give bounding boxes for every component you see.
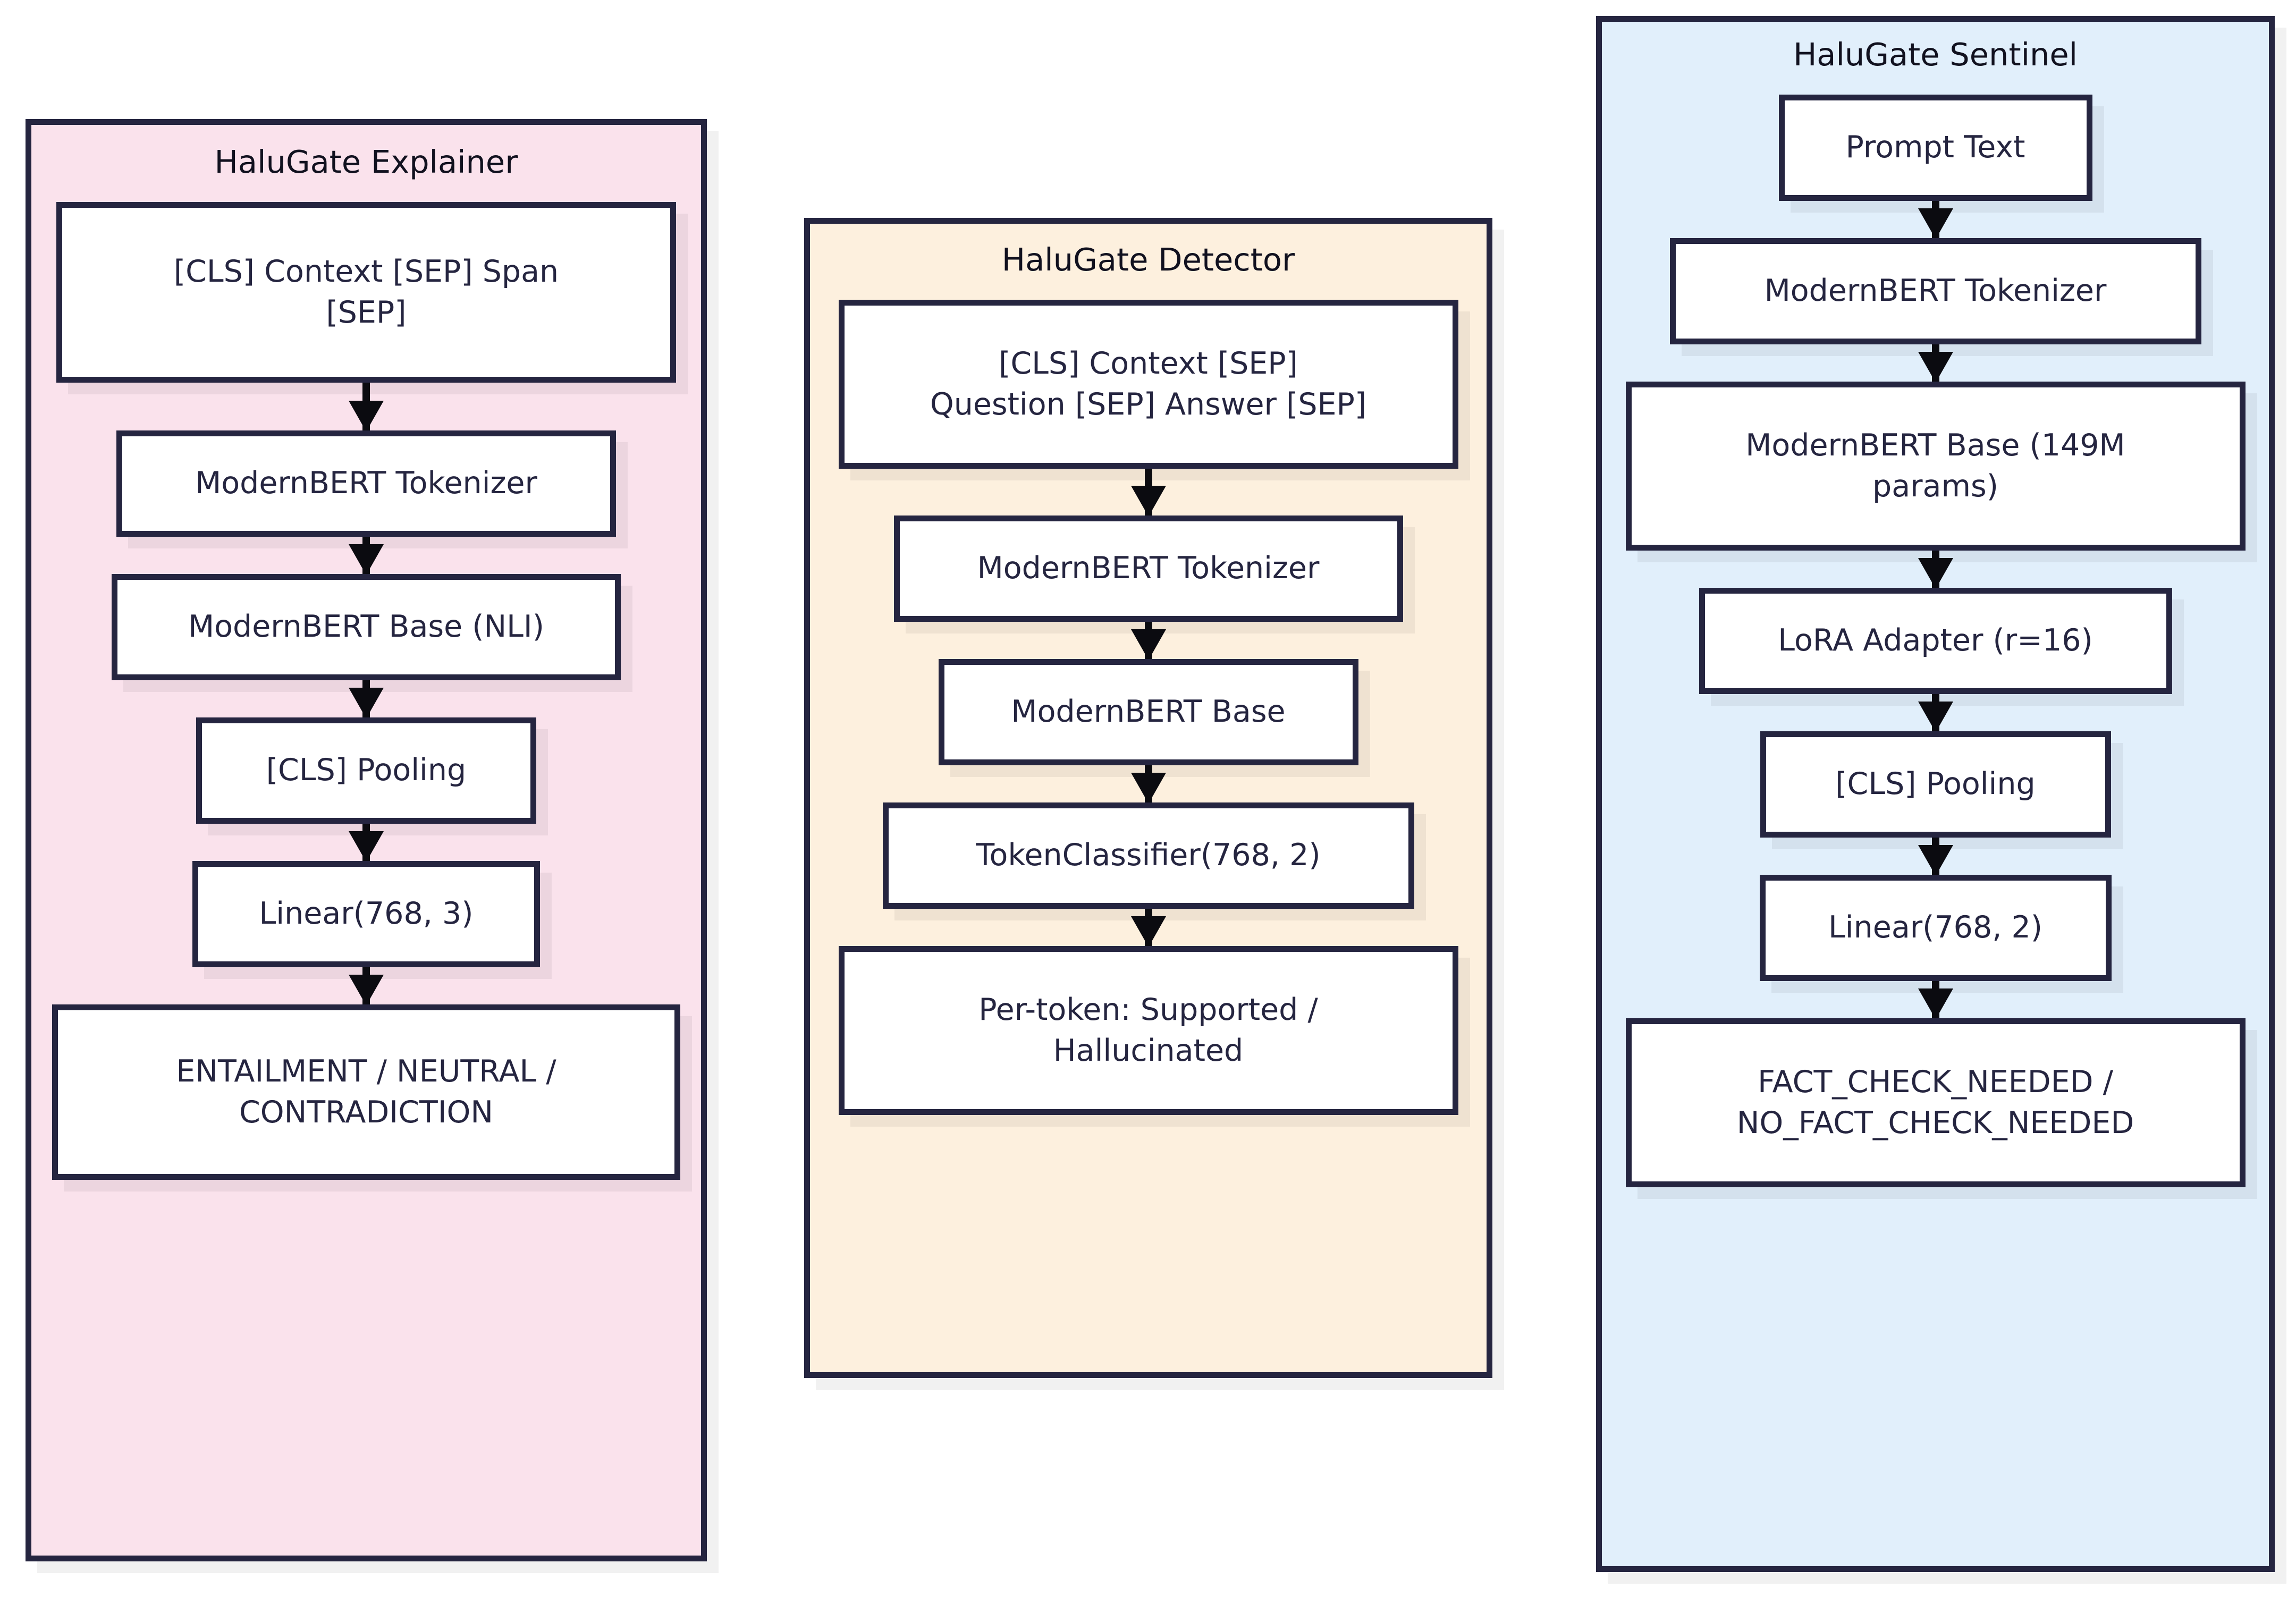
node-sentinel-linear[interactable]: Linear(768, 2) — [1759, 874, 2112, 981]
subgraph-halugate-detector: HaluGate Detector [CLS] Context [SEP] Qu… — [804, 218, 1492, 1378]
arrow-down-icon — [362, 680, 370, 717]
node-label: [CLS] Context [SEP] Span [SEP] — [173, 254, 559, 330]
arrow-down-icon — [1144, 468, 1152, 516]
arrow-down-icon — [1931, 344, 1939, 382]
subgraph-title-sentinel: HaluGate Sentinel — [1793, 36, 2078, 73]
node-detector-input[interactable]: [CLS] Context [SEP] Question [SEP] Answe… — [838, 299, 1458, 469]
node-label: Prompt Text — [1845, 130, 2025, 165]
node-label: FACT_CHECK_NEEDED / NO_FACT_CHECK_NEEDED — [1736, 1064, 2134, 1140]
node-sentinel-tokenizer[interactable]: ModernBERT Tokenizer — [1669, 238, 2201, 344]
node-detector-base[interactable]: ModernBERT Base — [938, 658, 1358, 765]
node-label: [CLS] Pooling — [1835, 766, 2036, 802]
node-detector-output[interactable]: Per-token: Supported / Hallucinated — [838, 945, 1458, 1115]
node-explainer-output[interactable]: ENTAILMENT / NEUTRAL / CONTRADICTION — [52, 1004, 680, 1180]
subgraph-halugate-sentinel: HaluGate Sentinel Prompt Text ModernBERT… — [1596, 16, 2275, 1572]
node-label: ModernBERT Tokenizer — [1764, 273, 2107, 309]
subgraph-halugate-explainer: HaluGate Explainer [CLS] Context [SEP] S… — [26, 119, 707, 1561]
node-explainer-input[interactable]: [CLS] Context [SEP] Span [SEP] — [56, 201, 676, 383]
arrow-down-icon — [362, 536, 370, 574]
node-explainer-cls-pooling[interactable]: [CLS] Pooling — [196, 717, 536, 824]
node-label: ModernBERT Base — [1011, 694, 1286, 730]
arrow-down-icon — [362, 823, 370, 861]
node-label: ModernBERT Base (NLI) — [188, 609, 544, 645]
node-label: ENTAILMENT / NEUTRAL / CONTRADICTION — [176, 1053, 556, 1130]
node-sentinel-lora-adapter[interactable]: LoRA Adapter (r=16) — [1699, 587, 2172, 694]
node-label: TokenClassifier(768, 2) — [976, 838, 1321, 873]
arrow-down-icon — [1144, 908, 1152, 946]
node-detector-token-classifier[interactable]: TokenClassifier(768, 2) — [882, 802, 1414, 909]
node-label: [CLS] Pooling — [266, 753, 467, 788]
node-sentinel-output[interactable]: FACT_CHECK_NEEDED / NO_FACT_CHECK_NEEDED — [1625, 1018, 2246, 1187]
node-sentinel-prompt-text[interactable]: Prompt Text — [1778, 94, 2092, 201]
node-sentinel-base[interactable]: ModernBERT Base (149M params) — [1625, 381, 2246, 551]
arrow-down-icon — [1144, 765, 1152, 802]
node-label: Per-token: Supported / Hallucinated — [978, 992, 1318, 1068]
flow-chain-detector: [CLS] Context [SEP] Question [SEP] Answe… — [838, 299, 1458, 1115]
node-detector-tokenizer[interactable]: ModernBERT Tokenizer — [893, 515, 1403, 622]
arrow-down-icon — [1144, 621, 1152, 659]
node-explainer-tokenizer[interactable]: ModernBERT Tokenizer — [116, 430, 616, 537]
arrow-down-icon — [1931, 200, 1939, 238]
node-label: ModernBERT Tokenizer — [977, 551, 1320, 586]
node-explainer-base-nli[interactable]: ModernBERT Base (NLI) — [112, 573, 621, 680]
node-label: LoRA Adapter (r=16) — [1778, 623, 2093, 658]
node-sentinel-cls-pooling[interactable]: [CLS] Pooling — [1760, 731, 2111, 838]
arrow-down-icon — [1931, 694, 1939, 731]
arrow-down-icon — [362, 967, 370, 1004]
subgraph-title-explainer: HaluGate Explainer — [214, 143, 518, 180]
flow-chain-explainer: [CLS] Context [SEP] Span [SEP] ModernBER… — [52, 201, 680, 1180]
subgraph-title-detector: HaluGate Detector — [1001, 241, 1295, 278]
node-label: [CLS] Context [SEP] Question [SEP] Answe… — [930, 345, 1367, 422]
arrow-down-icon — [1931, 550, 1939, 588]
arrow-down-icon — [362, 382, 370, 430]
arrow-down-icon — [1931, 981, 1939, 1018]
node-label: Linear(768, 2) — [1828, 910, 2042, 945]
node-label: ModernBERT Tokenizer — [195, 466, 537, 501]
arrow-down-icon — [1931, 837, 1939, 875]
node-label: Linear(768, 3) — [259, 896, 474, 932]
flow-chain-sentinel: Prompt Text ModernBERT Tokenizer ModernB… — [1625, 94, 2246, 1187]
node-explainer-linear[interactable]: Linear(768, 3) — [192, 860, 540, 967]
node-label: ModernBERT Base (149M params) — [1745, 427, 2125, 504]
